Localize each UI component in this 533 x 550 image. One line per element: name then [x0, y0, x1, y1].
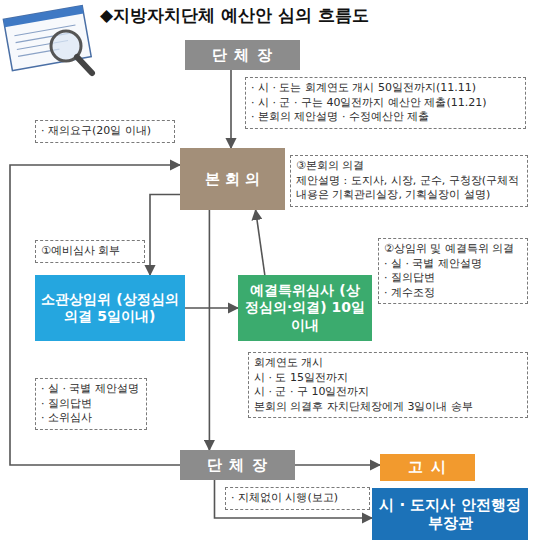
- note-text: 시 · 군 · 구 10일전까지: [254, 385, 522, 400]
- note-box: · 재의요구(20일 이내): [35, 120, 175, 143]
- committee-box: 소관상임위 (상정심의의결 5일이내): [35, 275, 185, 341]
- note-text: ①예비심사 회부: [41, 244, 139, 259]
- note-text: · 질의답변: [41, 397, 141, 412]
- authority-box: 시 · 도지사 안전행정부장관: [372, 488, 528, 540]
- council-box: 본 회 의: [180, 148, 285, 210]
- note-text: · 소위심사: [41, 411, 141, 426]
- box-label: 소관상임위 (상정심의의결 5일이내): [41, 291, 179, 325]
- note-text: 회계연도 개시: [254, 356, 522, 371]
- note-text: · 시 · 도는 회계연도 개시 50일전까지(11.11): [251, 81, 520, 96]
- flow-arrow: [215, 480, 373, 518]
- note-text: 제안설명 : 도지사, 시장, 군수, 구청장(구체적 내용은 기획관리실장, …: [296, 174, 522, 203]
- note-text: · 계수조정: [384, 286, 522, 301]
- note-box: ③본회의 의결제안설명 : 도지사, 시장, 군수, 구청장(구체적 내용은 기…: [290, 155, 528, 207]
- box-label: 예결특위심사 (상정심의·의결) 10일이내: [244, 282, 366, 333]
- flow-arrow: [209, 210, 211, 450]
- note-box: ①예비심사 회부: [35, 240, 145, 263]
- note-box: · 지체없이 시행(보고): [225, 487, 370, 510]
- flow-arrow: [185, 307, 238, 309]
- box-label: 본 회 의: [205, 170, 260, 188]
- note-text: · 질의답변: [384, 271, 522, 286]
- flow-arrow: [295, 464, 380, 466]
- flow-arrow: [150, 195, 180, 276]
- note-text: · 실 · 국별 제안설명: [384, 257, 522, 272]
- flow-arrow: [256, 210, 265, 275]
- flow-arrow: [230, 70, 232, 148]
- note-text: · 지체없이 시행(보고): [231, 491, 364, 506]
- note-text: ③본회의 의결: [296, 159, 522, 174]
- actor-box: 단 체 장: [180, 450, 295, 480]
- actor-box: 단 체 장: [185, 40, 300, 70]
- note-text: ②상임위 및 예결특위 의결: [384, 242, 522, 257]
- note-box: · 실 · 국별 제안설명· 질의답변· 소위심사: [35, 378, 147, 430]
- note-box: 회계연도 개시시 · 도 15일전까지시 · 군 · 구 10일전까지본회의 의…: [248, 352, 528, 418]
- note-text: 시 · 도 15일전까지: [254, 371, 522, 386]
- diagram-title: ◆지방자치단체 예산안 심의 흐름도: [100, 4, 369, 27]
- note-text: · 시 · 군 · 구는 40일전까지 예산안 제출(11.21): [251, 96, 520, 111]
- notice-box: 고 시: [380, 454, 475, 481]
- box-label: 고 시: [408, 458, 446, 476]
- box-label: 단 체 장: [207, 456, 267, 474]
- box-label: 시 · 도지사 안전행정부장관: [378, 496, 522, 533]
- note-text: · 본회의 제안설명 · 수정예산안 제출: [251, 110, 520, 125]
- note-text: 본회의 의결후 자치단체장에게 3일이내 송부: [254, 400, 522, 415]
- note-text: · 실 · 국별 제안설명: [41, 382, 141, 397]
- committee-box: 예결특위심사 (상정심의·의결) 10일이내: [238, 275, 372, 341]
- note-box: ②상임위 및 예결특위 의결· 실 · 국별 제안설명· 질의답변· 계수조정: [378, 238, 528, 304]
- note-text: · 재의요구(20일 이내): [41, 124, 169, 139]
- magnifier-icon: [51, 31, 92, 73]
- box-label: 단 체 장: [212, 46, 272, 64]
- note-box: · 시 · 도는 회계연도 개시 50일전까지(11.11)· 시 · 군 · …: [245, 77, 526, 129]
